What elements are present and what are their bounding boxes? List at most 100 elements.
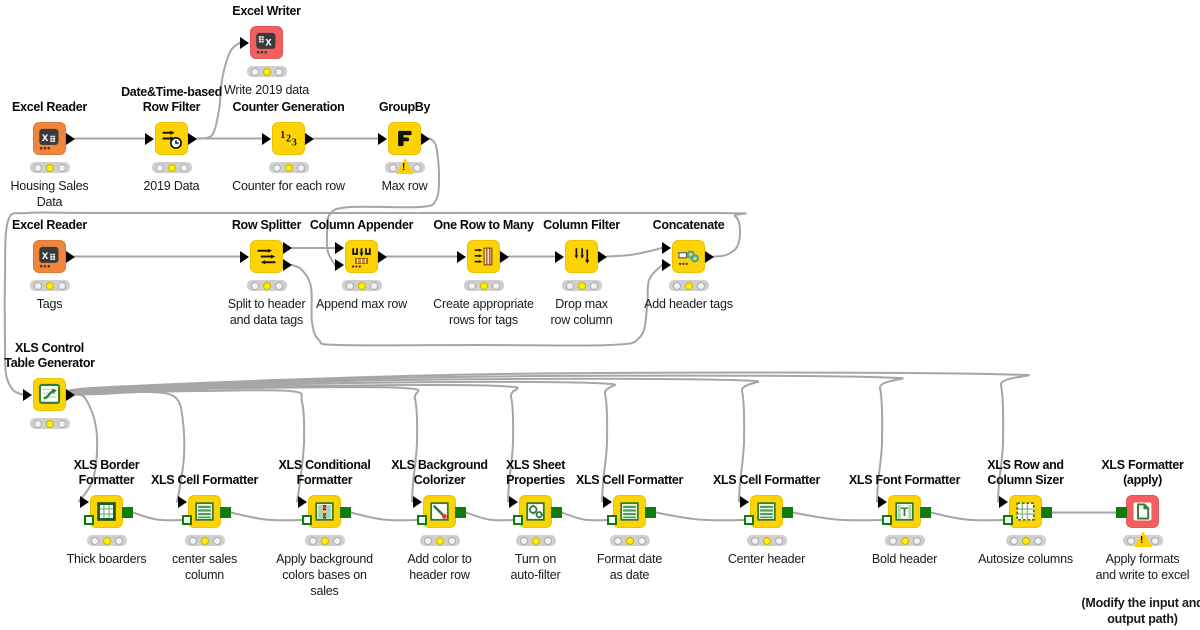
- xls-background-colorizer-icon: [430, 502, 449, 521]
- node-xls-font-formatter[interactable]: T: [888, 495, 921, 528]
- formatter-output-port[interactable]: [645, 507, 656, 518]
- node-xls-cell-formatter-1[interactable]: [188, 495, 221, 528]
- data-input-port[interactable]: [603, 495, 612, 508]
- node-xls-cell-formatter-3[interactable]: [750, 495, 783, 528]
- node-column-appender[interactable]: [345, 240, 378, 273]
- lamp: [90, 536, 99, 545]
- formatter-output-port[interactable]: [220, 507, 231, 518]
- node-one-row-to-many[interactable]: [467, 240, 500, 273]
- formatter-input-port[interactable]: [302, 515, 312, 525]
- input-port-top[interactable]: [662, 242, 671, 254]
- formatter-output-port[interactable]: [551, 507, 562, 518]
- input-port[interactable]: [457, 250, 466, 263]
- status-lamp: [45, 281, 54, 290]
- lamp: [1150, 536, 1159, 545]
- status-lamp: [1021, 536, 1030, 545]
- formatter-output-port[interactable]: [455, 507, 466, 518]
- input-port-bottom[interactable]: [662, 259, 671, 271]
- output-port[interactable]: [421, 132, 430, 145]
- status-lamp: [762, 536, 771, 545]
- node-xls-sheet-properties[interactable]: [519, 495, 552, 528]
- node-title: XLS Conditional Formatter: [278, 458, 371, 487]
- lamp: [519, 536, 528, 545]
- data-input-port[interactable]: [413, 495, 422, 508]
- formatter-output-port[interactable]: [782, 507, 793, 518]
- formatter-output-port[interactable]: [122, 507, 133, 518]
- node-excel-writer[interactable]: x: [250, 26, 283, 59]
- node-concatenate[interactable]: [672, 240, 705, 273]
- output-port-top[interactable]: [283, 242, 292, 254]
- node-xls-conditional-formatter[interactable]: [308, 495, 341, 528]
- lamp: [250, 67, 259, 76]
- node-xls-formatter-apply[interactable]: [1126, 495, 1159, 528]
- node-xls-cell-formatter-2[interactable]: [613, 495, 646, 528]
- output-port[interactable]: [66, 132, 75, 145]
- output-port[interactable]: [500, 250, 509, 263]
- data-input-port[interactable]: [999, 495, 1008, 508]
- formatter-input-port[interactable]: [607, 515, 617, 525]
- output-port[interactable]: [66, 250, 75, 263]
- lamp: [912, 536, 921, 545]
- formatter-input-port[interactable]: [84, 515, 94, 525]
- output-port[interactable]: [705, 250, 714, 263]
- node-groupby[interactable]: [388, 122, 421, 155]
- lamp: [491, 281, 500, 290]
- node-excel-reader-2[interactable]: x: [33, 240, 66, 273]
- input-port[interactable]: [555, 250, 564, 263]
- connection: [70, 374, 904, 503]
- node-xls-row-column-sizer[interactable]: [1009, 495, 1042, 528]
- lamp: [345, 281, 354, 290]
- status-lamp: [102, 536, 111, 545]
- output-port[interactable]: [188, 132, 197, 145]
- formatter-input-port[interactable]: [417, 515, 427, 525]
- node-annotation: Add color to header row: [407, 552, 472, 582]
- node-annotation: Counter for each row: [232, 179, 345, 193]
- xls-border-formatter-icon: [97, 502, 116, 521]
- output-port-bottom[interactable]: [283, 259, 292, 271]
- formatter-input-port[interactable]: [513, 515, 523, 525]
- concatenate-icon: [678, 250, 699, 266]
- data-input-port[interactable]: [740, 495, 749, 508]
- input-port-bottom[interactable]: [335, 259, 344, 271]
- data-input-port[interactable]: [80, 495, 89, 508]
- input-port-top[interactable]: [335, 242, 344, 254]
- formatter-input-port[interactable]: [744, 515, 754, 525]
- input-port[interactable]: [240, 36, 249, 49]
- formatter-input-port[interactable]: [182, 515, 192, 525]
- output-port[interactable]: [66, 388, 75, 401]
- node-title: XLS Cell Formatter: [575, 473, 684, 487]
- output-port[interactable]: [305, 132, 314, 145]
- node-xls-control-table-generator[interactable]: [33, 378, 66, 411]
- connection: [73, 377, 760, 503]
- output-port[interactable]: [598, 250, 607, 263]
- output-port[interactable]: [378, 250, 387, 263]
- node-annotation: Create appropriate rows for tags: [433, 297, 534, 327]
- input-port[interactable]: [378, 132, 387, 145]
- lamp: [155, 163, 164, 172]
- node-xls-background-colorizer[interactable]: [423, 495, 456, 528]
- input-port[interactable]: [145, 132, 154, 145]
- node-excel-reader-1[interactable]: x: [33, 122, 66, 155]
- node-column-filter[interactable]: [565, 240, 598, 273]
- traffic-light: [151, 162, 192, 173]
- input-port[interactable]: [240, 250, 249, 263]
- formatter-input-port[interactable]: [1003, 515, 1013, 525]
- data-input-port[interactable]: [878, 495, 887, 508]
- node-xls-border-formatter[interactable]: [90, 495, 123, 528]
- formatter-output-port[interactable]: [340, 507, 351, 518]
- data-input-port[interactable]: [509, 495, 518, 508]
- data-input-port[interactable]: [178, 495, 187, 508]
- input-port[interactable]: [23, 388, 32, 401]
- data-input-port[interactable]: [298, 495, 307, 508]
- node-row-splitter[interactable]: [250, 240, 283, 273]
- formatter-input-port[interactable]: [882, 515, 892, 525]
- formatter-input-port[interactable]: [1116, 507, 1127, 518]
- lamp: [272, 163, 281, 172]
- input-port[interactable]: [262, 132, 271, 145]
- formatter-output-port[interactable]: [1041, 507, 1052, 518]
- traffic-light: [609, 535, 650, 546]
- formatter-output-port[interactable]: [920, 507, 931, 518]
- node-datetime-row-filter[interactable]: [155, 122, 188, 155]
